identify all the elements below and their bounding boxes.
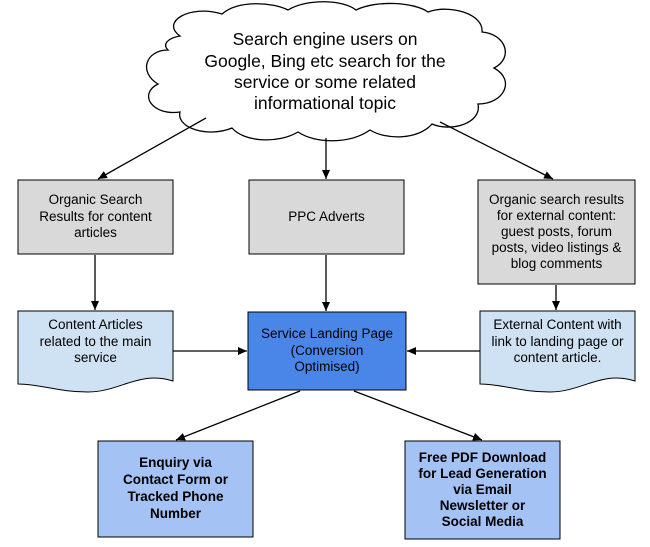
- landing-page-label: Service Landing Page (Conversion Optimis…: [260, 325, 394, 375]
- content-articles-doc: [17, 310, 174, 393]
- external-content-doc: [479, 310, 636, 393]
- organic-external-box: [477, 179, 636, 285]
- pdf-download-label: Free PDF Download for Lead Generation vi…: [418, 449, 547, 530]
- enquiry-label: Enquiry via Contact Form or Tracked Phon…: [122, 455, 228, 521]
- content-articles-label: Content Articles related to the main ser…: [39, 316, 152, 366]
- arrow-landing-to-enquiry: [175, 390, 301, 441]
- cloud-label: Search engine users on Google, Bing etc …: [204, 29, 446, 114]
- organic-external-label: Organic search results for external cont…: [488, 191, 625, 272]
- arrow-cloud-to-organic: [97, 117, 207, 180]
- cloud-shape: [146, 1, 507, 142]
- pdf-download-box: [404, 440, 561, 540]
- organic-content-box: [17, 179, 174, 255]
- ppc-box: [248, 179, 405, 255]
- arrow-landing-to-pdf: [353, 390, 483, 441]
- enquiry-box: [97, 440, 254, 538]
- external-content-label: External Content with link to landing pa…: [491, 316, 624, 366]
- landing-page-box: [247, 311, 407, 391]
- ppc-label: PPC Adverts: [288, 208, 365, 224]
- arrow-cloud-to-external: [439, 121, 554, 180]
- organic-content-label: Organic Search Results for content artic…: [39, 191, 152, 241]
